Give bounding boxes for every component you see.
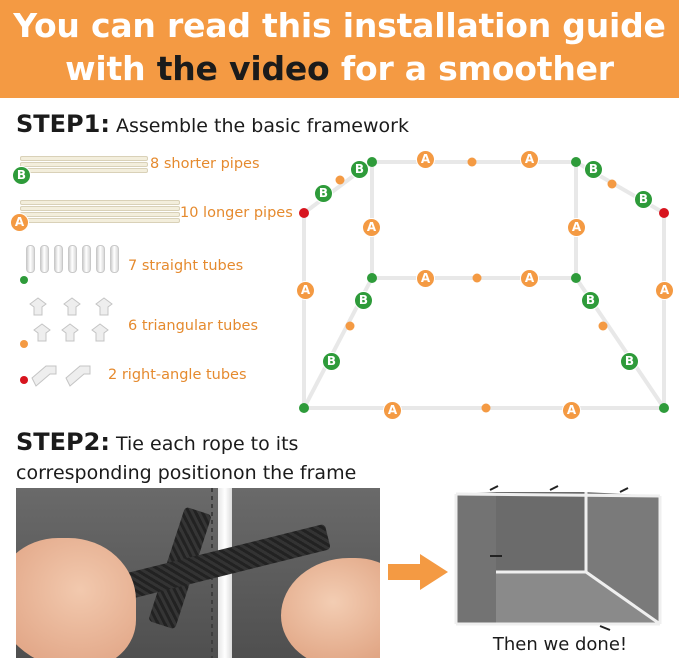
hand bbox=[281, 558, 380, 658]
frame-badge-b: B bbox=[354, 291, 373, 310]
frame-badge-a: A bbox=[416, 269, 435, 288]
frame-badge-a: A bbox=[520, 150, 539, 169]
frame-badge-b: B bbox=[634, 190, 653, 209]
green-dot-icon bbox=[20, 276, 28, 284]
step1-heading: STEP1: Assemble the basic framework bbox=[16, 110, 409, 138]
marker-a-badge: A bbox=[10, 213, 29, 232]
result-caption: Then we done! bbox=[492, 634, 628, 655]
finished-liner-photo bbox=[454, 485, 662, 631]
banner-line-2: with the video for a smoother process. bbox=[0, 49, 679, 127]
frame-badge-b: B bbox=[350, 160, 369, 179]
frame-badge-a: A bbox=[567, 218, 586, 237]
frame-badge-a: A bbox=[362, 218, 381, 237]
orange-dot-icon bbox=[20, 340, 28, 348]
banner-line-2-post: for a smoother process. bbox=[262, 49, 614, 127]
red-dot-icon bbox=[20, 376, 28, 384]
step2-label: STEP2: bbox=[16, 428, 110, 456]
frame-badge-a: A bbox=[296, 281, 315, 300]
rope-tying-photo bbox=[16, 488, 380, 658]
hand bbox=[16, 538, 136, 658]
header-banner: You can read this installation guide wit… bbox=[0, 0, 679, 127]
frame-badge-a: A bbox=[383, 401, 402, 420]
part-label-right-angle-tubes: 2 right-angle tubes bbox=[108, 367, 247, 383]
part-label-shorter-pipes: 8 shorter pipes bbox=[150, 156, 260, 172]
step2-text-line2: corresponding positionon the frame bbox=[16, 462, 357, 484]
frame-badge-b: B bbox=[581, 291, 600, 310]
step1-label: STEP1: bbox=[16, 110, 110, 138]
frame-badge-a: A bbox=[562, 401, 581, 420]
step1-text: Assemble the basic framework bbox=[109, 115, 409, 137]
part-label-triangular-tubes: 6 triangular tubes bbox=[128, 318, 259, 334]
frame-badge-a: A bbox=[520, 269, 539, 288]
step2-heading: STEP2: Tie each rope to its correspondin… bbox=[16, 428, 356, 488]
banner-line-2-pre: with bbox=[65, 49, 157, 88]
step2-text-line1: Tie each rope to its bbox=[109, 433, 299, 455]
banner-line-1: You can read this installation guide bbox=[13, 6, 666, 45]
right-angle-tubes-illustration bbox=[31, 365, 91, 387]
frame-diagram bbox=[299, 157, 669, 413]
frame-badge-a: A bbox=[416, 150, 435, 169]
part-label-longer-pipes: 10 longer pipes bbox=[180, 205, 293, 221]
part-label-straight-tubes: 7 straight tubes bbox=[128, 258, 244, 274]
frame-badge-b: B bbox=[584, 160, 603, 179]
frame-badge-b: B bbox=[314, 184, 333, 203]
banner-highlight: the video bbox=[156, 49, 330, 88]
frame-badge-b: B bbox=[620, 352, 639, 371]
frame-badge-a: A bbox=[655, 281, 674, 300]
arrow-right-icon bbox=[388, 554, 448, 590]
marker-b-badge: B bbox=[12, 166, 31, 185]
triangular-tubes-illustration bbox=[29, 297, 113, 342]
frame-badge-b: B bbox=[322, 352, 341, 371]
